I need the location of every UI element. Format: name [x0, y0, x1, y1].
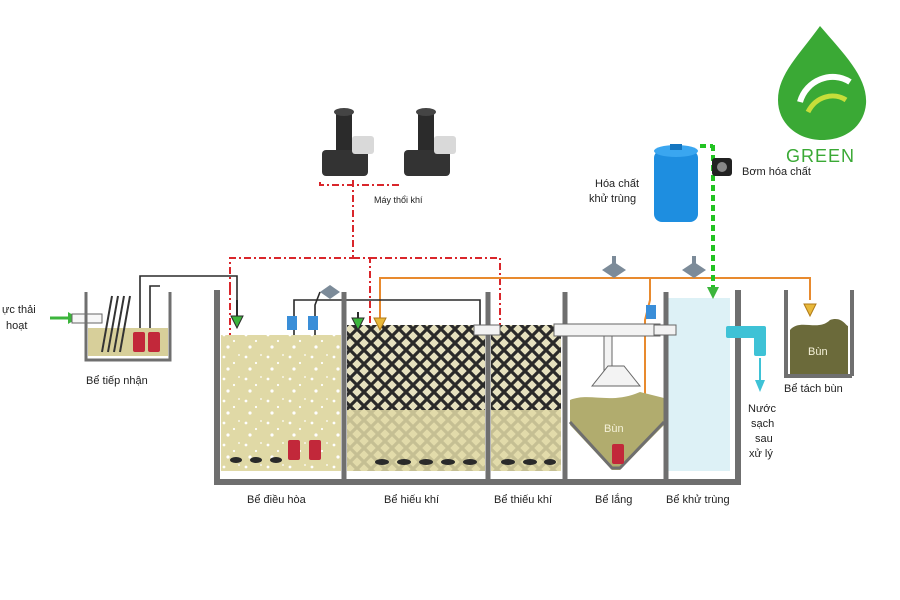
logo-swirl-inner: [805, 93, 848, 114]
blower-1-icon: [322, 108, 374, 176]
air-line-left: [229, 180, 354, 288]
outlet-line4: xử lý: [749, 448, 773, 460]
equalization-label: Bể điều hòa: [247, 494, 307, 506]
flowmeter-icon: [308, 316, 318, 330]
sludge-tank: [784, 290, 854, 378]
pump-icon: [612, 444, 624, 464]
chemical-tank-icon: [654, 144, 698, 222]
pump-icon: [133, 332, 145, 352]
valve-icon: [682, 256, 706, 278]
return-sludge-line: [379, 277, 811, 330]
valve-icon: [320, 285, 340, 299]
green-logo: GREEN: [778, 26, 867, 166]
outlet-line3: sau: [755, 433, 773, 445]
chemical-label-line2: khử trùng: [589, 193, 636, 205]
valve-icon: [602, 256, 626, 278]
settling-sludge-label: Bùn: [604, 423, 624, 435]
flowmeter-icon: [287, 316, 297, 330]
blower-label: Máy thổi khí: [374, 195, 423, 205]
pump-icon: [288, 440, 300, 460]
dosing-pump-icon: [712, 158, 732, 176]
inlet-label-line2: hoạt: [6, 320, 27, 332]
logo-swirl: [797, 73, 852, 104]
equalization-water: [221, 335, 341, 471]
disinfection-water: [668, 298, 730, 471]
chemical-label-line1: Hóa chất: [595, 178, 639, 190]
outlet-line1: Nước: [748, 403, 777, 415]
logo-text: GREEN: [786, 146, 855, 166]
sludge-tank-label: Bể tách bùn: [784, 383, 843, 395]
sludge-tank-mud-label: Bùn: [808, 346, 828, 358]
anoxic-label: Bể thiếu khí: [494, 494, 552, 506]
inflow-arrows: [230, 287, 817, 332]
receiving-tank-label: Bể tiếp nhận: [86, 375, 148, 387]
blower-2-icon: [404, 108, 456, 176]
valves: [320, 256, 706, 299]
leaf-drop-icon: [778, 26, 867, 140]
inlet-label-line1: ực thải: [2, 304, 36, 316]
settling-sludge: [570, 392, 664, 470]
air-line-blowers: [319, 182, 400, 186]
settling-label: Bể lắng: [595, 493, 632, 506]
outlet-pipe: [726, 326, 766, 392]
pump-icon: [309, 440, 321, 460]
receiving-tank: [84, 292, 172, 362]
pump-icon: [148, 332, 160, 352]
main-basin: [214, 290, 741, 485]
pump-label: Bơm hóa chất: [742, 166, 811, 178]
outlet-line2: sạch: [751, 418, 774, 430]
aerobic-label: Bể hiếu khí: [384, 494, 439, 506]
disinfection-label: Bể khử trùng: [666, 494, 730, 506]
flowmeter-icon: [646, 305, 656, 319]
